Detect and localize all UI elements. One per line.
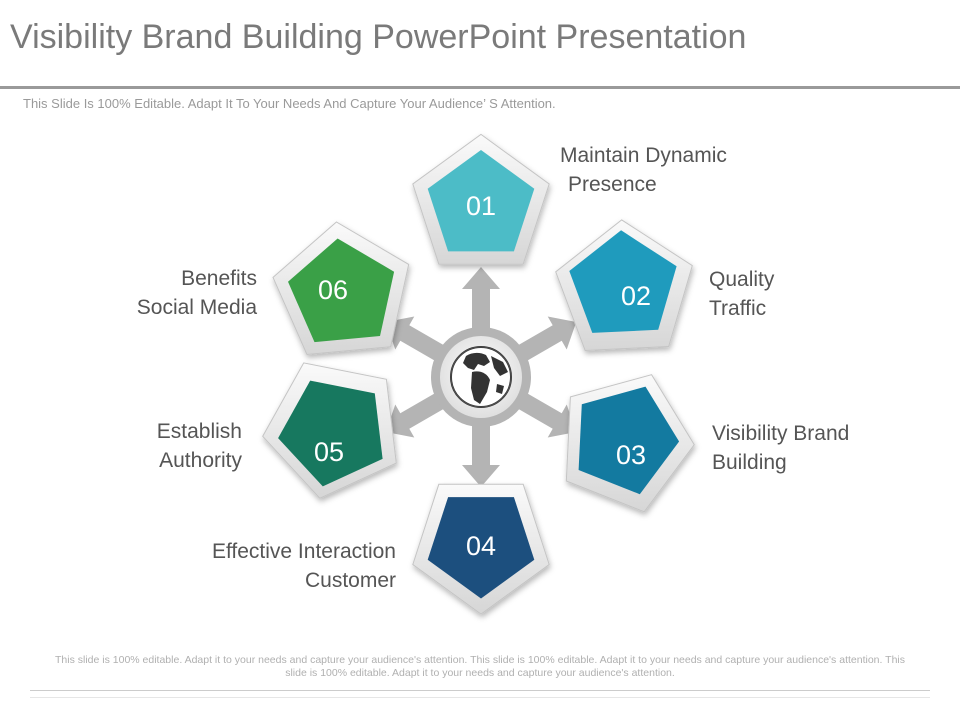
node-number-02: 02 bbox=[621, 281, 651, 311]
footer-divider bbox=[30, 690, 930, 691]
page-title: Visibility Brand Building PowerPoint Pre… bbox=[10, 18, 747, 56]
arrow-down bbox=[462, 425, 500, 487]
node-03: 03 bbox=[565, 374, 695, 513]
label-02-line2: Traffic bbox=[709, 297, 767, 320]
node-02: 02 bbox=[555, 219, 693, 352]
footer-note: This slide is 100% editable. Adapt it to… bbox=[55, 654, 905, 679]
footer-divider-secondary bbox=[30, 697, 930, 698]
node-number-03: 03 bbox=[616, 440, 646, 470]
arrow-lower-right bbox=[518, 393, 577, 438]
pentagon-05 bbox=[278, 380, 383, 487]
node-01: 01 bbox=[412, 133, 550, 265]
page-subtitle: This Slide Is 100% Editable. Adapt It To… bbox=[23, 96, 556, 111]
node-05: 05 bbox=[262, 362, 397, 499]
pentagon-03 bbox=[578, 386, 680, 495]
node-number-06: 06 bbox=[318, 275, 348, 305]
node-06: 06 bbox=[272, 221, 410, 356]
label-04-line2: Customer bbox=[304, 569, 396, 592]
node-number-04: 04 bbox=[466, 531, 496, 561]
center-hub bbox=[431, 327, 531, 427]
label-02-line1: Quality bbox=[709, 268, 775, 291]
arrow-upper-right bbox=[518, 316, 577, 361]
label-02: Quality Traffic bbox=[709, 265, 774, 323]
globe-icon bbox=[450, 346, 512, 408]
label-06-line1: Benefits bbox=[181, 267, 257, 290]
pentagon-nodes: 01 02 03 04 05 06 bbox=[262, 133, 695, 615]
label-05-line1: Establish bbox=[156, 420, 242, 443]
label-01-line2: Presence bbox=[568, 173, 657, 196]
label-01-line1: Maintain Dynamic bbox=[560, 144, 727, 167]
arrow-upper-left bbox=[385, 316, 444, 361]
label-06: Benefits Social Media bbox=[60, 264, 257, 322]
node-04: 04 bbox=[412, 483, 550, 615]
arrows bbox=[385, 267, 577, 487]
title-divider bbox=[0, 86, 960, 89]
label-05-line2: Authority bbox=[159, 449, 242, 472]
label-04-line1: Effective Interaction bbox=[211, 540, 396, 563]
pentagon-01 bbox=[427, 150, 535, 252]
label-04: Effective Interaction Customer bbox=[150, 537, 396, 595]
label-01: Maintain Dynamic Presence bbox=[560, 141, 727, 199]
label-03-line1: Visibility Brand bbox=[712, 422, 850, 445]
node-number-05: 05 bbox=[314, 437, 344, 467]
pentagon-04 bbox=[427, 497, 535, 599]
node-number-01: 01 bbox=[466, 191, 496, 221]
arrow-lower-left bbox=[385, 393, 444, 438]
label-06-line2: Social Media bbox=[136, 296, 257, 319]
label-05: Establish Authority bbox=[60, 417, 242, 475]
arrow-up bbox=[462, 267, 500, 329]
pentagon-06 bbox=[288, 238, 395, 343]
pentagon-02 bbox=[569, 230, 677, 333]
label-03: Visibility Brand Building bbox=[712, 419, 849, 477]
label-03-line2: Building bbox=[712, 451, 787, 474]
